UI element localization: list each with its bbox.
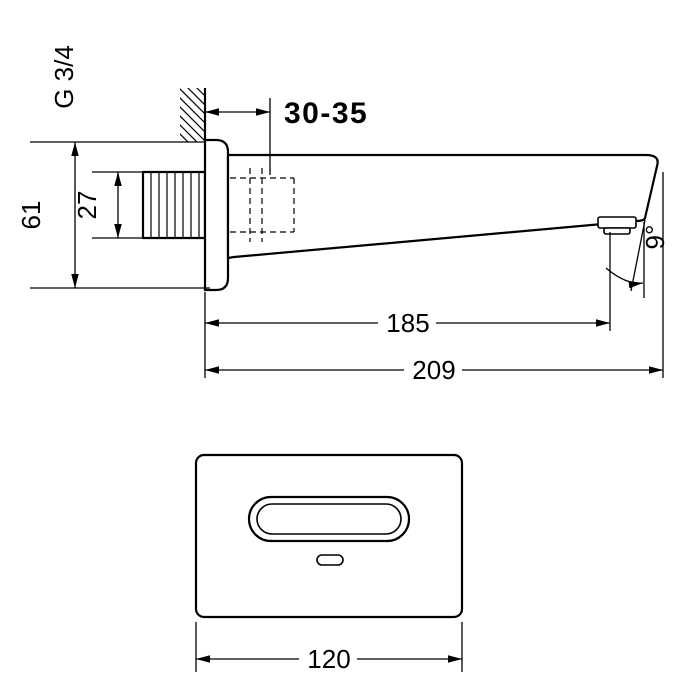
side-view: 30-35 G 3/4 61 27 185 209 9° [16, 45, 670, 385]
hidden-internal-lines [230, 168, 295, 242]
spout-mouth-inner [256, 503, 402, 535]
dim-angle-label: 9° [640, 225, 670, 250]
dim-wall-distance-label: 30-35 [284, 97, 368, 130]
front-extension-lines [195, 622, 463, 672]
thread-pipe [141, 170, 207, 240]
front-slot [316, 554, 344, 566]
angle-annotation [605, 219, 646, 298]
aerator-outlet [597, 216, 637, 235]
dim-61-label: 61 [16, 201, 46, 230]
wall-hatching [180, 88, 205, 142]
wall-flange [203, 138, 230, 292]
dim-thread-label: G 3/4 [49, 45, 79, 109]
dim-185-mask [378, 309, 436, 337]
dim-120-label: 120 [307, 644, 350, 674]
front-view: 120 [194, 453, 464, 674]
dim-209-mask [404, 356, 462, 384]
extension-lines [30, 98, 664, 378]
dim-120-mask [299, 645, 357, 673]
dim-27-label: 27 [72, 191, 102, 220]
dim-209-label: 209 [412, 355, 455, 385]
spout-body [226, 153, 659, 260]
dim-185-label: 185 [386, 308, 429, 338]
